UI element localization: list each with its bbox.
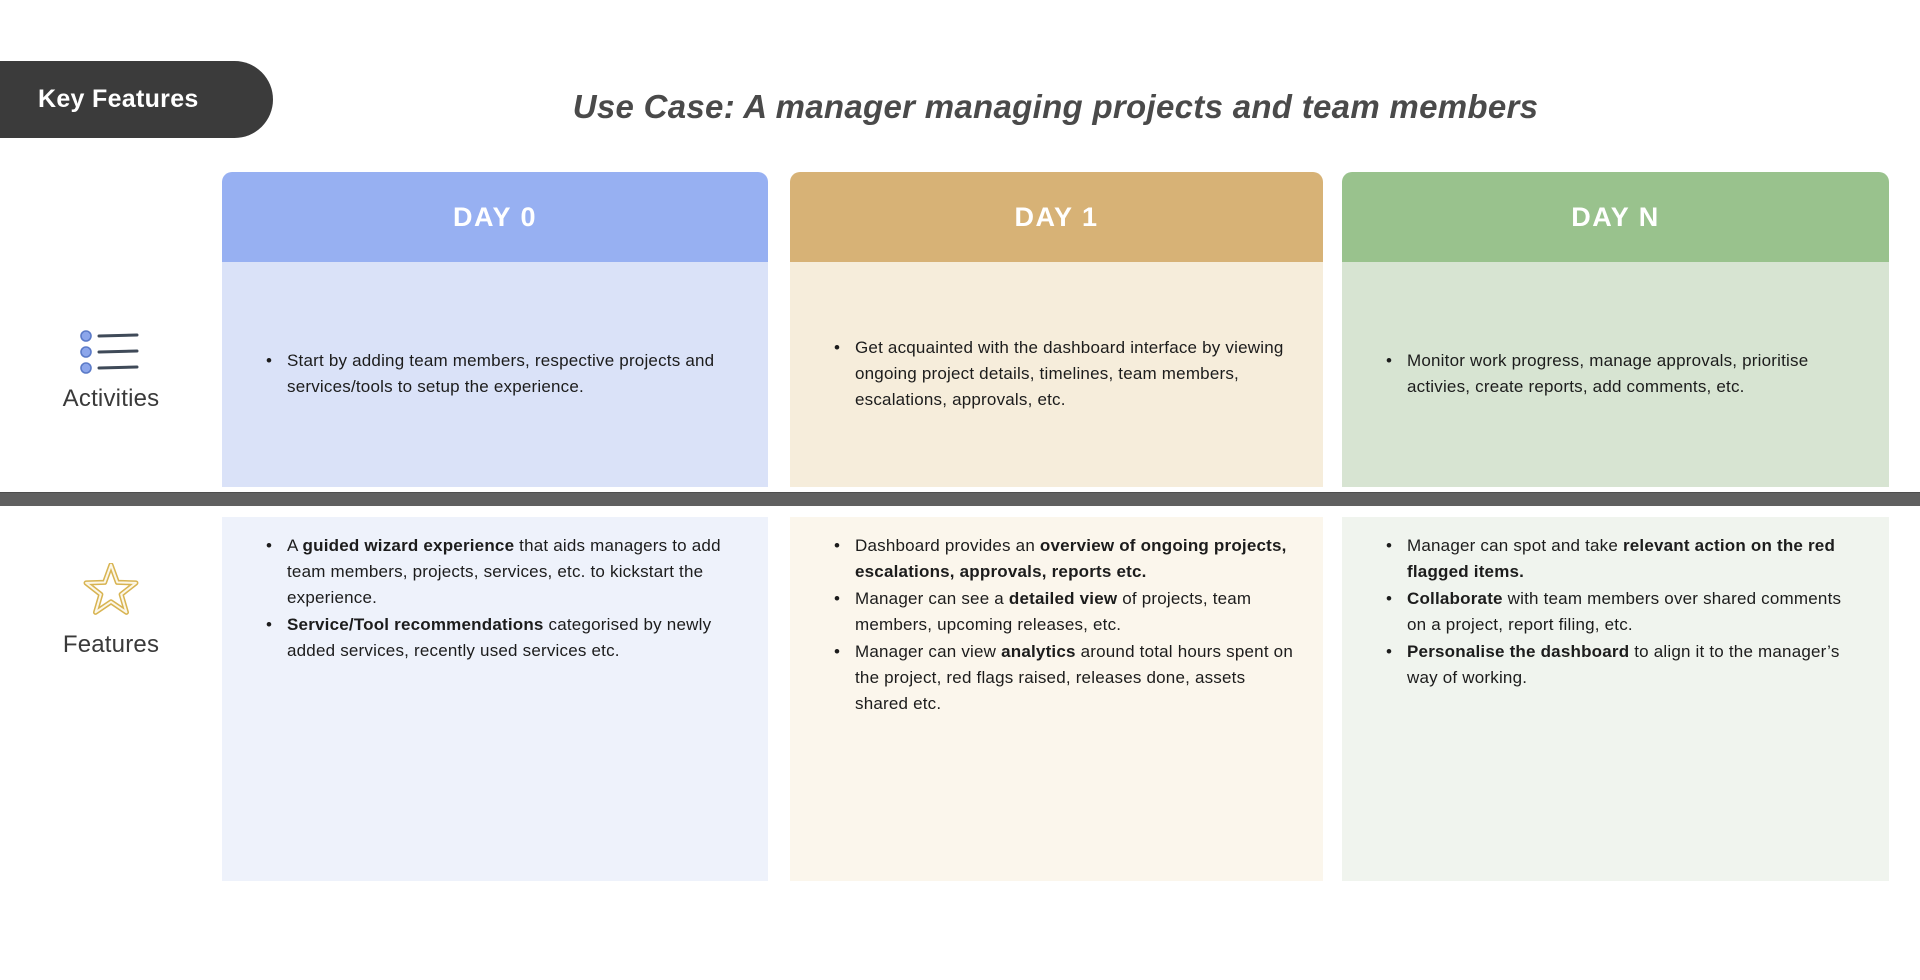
day-0-column: DAY 0 Start by adding team members, resp… — [222, 172, 768, 881]
activities-row-label: Activities — [62, 385, 160, 412]
day-n-activities-panel: Monitor work progress, manage approvals,… — [1342, 262, 1889, 487]
day-1-features-list: Dashboard provides an overview of ongoin… — [790, 533, 1323, 717]
bullet-item: Manager can view analytics around total … — [832, 639, 1297, 717]
day-0-features-list: A guided wizard experience that aids man… — [222, 533, 768, 664]
bullet-item: Manager can see a detailed view of proje… — [832, 586, 1297, 638]
day-0-header-label: DAY 0 — [452, 201, 538, 232]
day-1-header: DAY 1 — [790, 172, 1323, 262]
day-n-features-panel: Manager can spot and take relevant actio… — [1342, 517, 1889, 881]
bullet-item: Dashboard provides an overview of ongoin… — [832, 533, 1297, 585]
bullet-item: A guided wizard experience that aids man… — [264, 533, 742, 611]
day-n-activities-list: Monitor work progress, manage approvals,… — [1342, 348, 1889, 401]
day-0-header: DAY 0 — [222, 172, 768, 262]
day-1-features-panel: Dashboard provides an overview of ongoin… — [790, 517, 1323, 881]
activities-row-label-block: Activities — [0, 328, 222, 413]
bullet-item: Service/Tool recommendations categorised… — [264, 612, 742, 664]
bullet-item: Monitor work progress, manage approvals,… — [1384, 348, 1863, 400]
bullet-item: Collaborate with team members over share… — [1384, 586, 1863, 638]
day-1-header-label: DAY 1 — [1014, 201, 1099, 232]
day-1-activities-list: Get acquainted with the dashboard interf… — [790, 335, 1323, 414]
features-row-label-block: Features — [0, 562, 222, 659]
day-0-activities-list: Start by adding team members, respective… — [222, 348, 768, 401]
row-divider-bar — [0, 492, 1920, 506]
bullet-item: Get acquainted with the dashboard interf… — [832, 335, 1297, 413]
day-1-activities-panel: Get acquainted with the dashboard interf… — [790, 262, 1323, 487]
bullet-item: Personalise the dashboard to align it to… — [1384, 639, 1863, 691]
use-case-title: Use Case: A manager managing projects an… — [572, 88, 1539, 125]
day-n-header: DAY N — [1342, 172, 1889, 262]
day-0-activities-panel: Start by adding team members, respective… — [222, 262, 768, 487]
day-n-column: DAY N Monitor work progress, manage appr… — [1342, 172, 1889, 881]
bulleted-list-icon — [78, 328, 144, 376]
star-icon — [81, 562, 141, 622]
day-1-column: DAY 1 Get acquainted with the dashboard … — [790, 172, 1323, 881]
day-0-features-panel: A guided wizard experience that aids man… — [222, 517, 768, 881]
bullet-item: Manager can spot and take relevant actio… — [1384, 533, 1863, 585]
features-row-label: Features — [62, 631, 160, 658]
key-features-badge-label: Key Features — [38, 85, 199, 113]
day-n-header-label: DAY N — [1571, 201, 1660, 232]
key-features-badge: Key Features — [0, 61, 273, 138]
bullet-item: Start by adding team members, respective… — [264, 348, 742, 400]
day-n-features-list: Manager can spot and take relevant actio… — [1342, 533, 1889, 691]
